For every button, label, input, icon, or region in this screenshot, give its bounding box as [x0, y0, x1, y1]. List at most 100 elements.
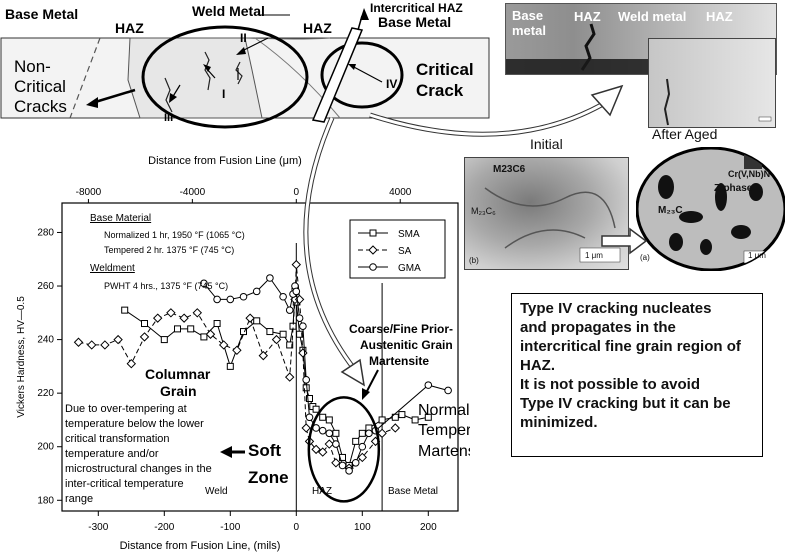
data-point-gma: [358, 442, 367, 451]
data-point-gma: [252, 287, 261, 296]
aged-m23c-label: M₂₃C: [658, 205, 683, 216]
aged-zphase-label: Z-phase: [714, 183, 753, 194]
label-non-critical-1: Non-: [14, 57, 51, 76]
description-line-4: HAZ.: [520, 357, 555, 374]
initial-micrograph: M23C6 M₂₃C₆ (b) 1 μm: [464, 157, 629, 270]
data-point-sma: [411, 416, 419, 424]
data-point-sma: [187, 325, 195, 333]
over-tempering-line-2: temperature below the lower: [65, 418, 204, 430]
haz-boundary-left: [69, 37, 101, 119]
data-point-gma: [292, 287, 301, 296]
data-point-gma: [279, 292, 287, 301]
label-intercritical-haz: Intercritical HAZ: [370, 1, 463, 15]
coarse-fine-arrowhead: [362, 388, 370, 400]
data-point-sma: [325, 416, 333, 424]
y-tick-label: 180: [37, 495, 54, 506]
data-point-gma: [295, 314, 304, 322]
critical-ellipse: [320, 41, 404, 109]
data-point-gma: [365, 429, 373, 438]
aged-panel-label: (a): [640, 253, 650, 262]
data-point-gma: [424, 381, 433, 389]
strip-haz-left: HAZ: [574, 9, 601, 24]
data-point-sa: [139, 332, 150, 342]
data-point-sa: [152, 313, 163, 323]
initial-m23c6-label: M23C6: [493, 164, 526, 175]
weldment-title: Weldment: [90, 263, 135, 274]
data-point-gma: [444, 386, 452, 395]
data-point-sma: [378, 416, 386, 424]
data-point-sa: [86, 340, 97, 350]
legend-label-gma: GMA: [398, 263, 421, 274]
zoom-crack: [663, 78, 671, 126]
base-material-title: Base Material: [90, 213, 151, 224]
data-point-sma: [296, 330, 304, 338]
data-point-gma: [285, 306, 294, 314]
intercritical-arrowhead: [360, 8, 369, 20]
data-point-sma: [358, 429, 366, 437]
label-base-metal-right: Base Metal: [378, 14, 451, 30]
fusion-line-right: [254, 37, 341, 119]
description-line-6: Type IV cracking but it can be: [520, 395, 731, 412]
weld-schematic: Base Metal HAZ Weld Metal HAZ Intercriti…: [0, 1, 490, 129]
x-tick-label: 100: [354, 522, 371, 533]
over-tempering-line-1: Due to over-tempering at: [65, 403, 187, 415]
base-material-line-1: Normalized 1 hr, 1950 °F (1065 °C): [104, 230, 245, 240]
data-point-sa: [284, 372, 295, 382]
data-point-sa: [390, 423, 401, 433]
data-point-sa: [301, 423, 311, 433]
data-point-sa: [377, 428, 387, 439]
data-point-sa: [311, 444, 321, 455]
data-point-sma: [226, 362, 234, 370]
label-non-critical-3: Cracks: [14, 97, 67, 116]
non-critical-ellipse: [141, 25, 309, 129]
region-weld: Weld: [205, 486, 228, 497]
y-tick-label: 260: [37, 281, 54, 292]
data-point-sma: [121, 306, 129, 314]
data-point-sma: [286, 341, 294, 349]
data-point-sa: [324, 439, 335, 449]
data-point-gma: [226, 295, 235, 304]
initial-sub-label: M₂₃C₆: [471, 206, 496, 216]
data-point-gma: [302, 375, 311, 384]
soft-zone-circle: [307, 396, 381, 503]
data-point-sma: [279, 330, 287, 338]
initial-to-aged-arrow: [601, 227, 648, 255]
y-tick-label: 240: [37, 335, 54, 346]
top-tick-label: 0: [294, 187, 300, 198]
x-tick-label: 0: [294, 522, 300, 533]
legend-box: [349, 219, 446, 279]
data-point-sma: [266, 328, 274, 336]
normal-tempered-1: Normal: [418, 402, 470, 419]
description-line-1: Type IV cracking nucleates: [520, 300, 712, 317]
legend-label-sma: SMA: [398, 229, 420, 240]
crack-ii: [235, 61, 243, 85]
region-base-metal: Base Metal: [388, 486, 438, 497]
data-point-sa: [100, 340, 110, 350]
coarse-fine-2: Austenitic Grain: [360, 338, 453, 352]
label-critical-2: Crack: [416, 81, 464, 100]
label-weld-metal: Weld Metal: [192, 3, 265, 19]
non-critical-arrow: [91, 88, 136, 105]
x-tick-label: -100: [220, 522, 240, 533]
normal-tempered-2: Tempered: [418, 422, 470, 439]
x-tick-label: -200: [154, 522, 174, 533]
crack-label-iii: III: [164, 112, 173, 124]
top-tick-label: -8000: [76, 187, 102, 198]
after-aged-micrograph: M₂₃C Z-phase Cr(V,Nb)N (a) 1 μm: [636, 147, 785, 271]
columnar-grain-2: Grain: [160, 383, 197, 399]
aged-crvnbn-label: Cr(V,Nb)N: [728, 169, 771, 179]
data-point-sma: [306, 395, 313, 403]
data-point-sma: [240, 328, 247, 336]
x-tick-label: -300: [88, 522, 108, 533]
label-critical-1: Critical: [416, 60, 474, 79]
data-point-sma: [424, 413, 432, 421]
data-point-gma: [318, 426, 327, 435]
data-point-gma: [345, 467, 353, 475]
base-material-line-2: Tempered 2 hr. 1375 °F (745 °C): [104, 245, 234, 255]
data-point-sma: [332, 429, 340, 437]
over-tempering-line-4: temperature and/or: [65, 448, 159, 460]
data-point-sa: [258, 350, 269, 361]
top-axis-label: Distance from Fusion Line (μm): [148, 155, 302, 167]
data-point-sma: [213, 320, 221, 328]
